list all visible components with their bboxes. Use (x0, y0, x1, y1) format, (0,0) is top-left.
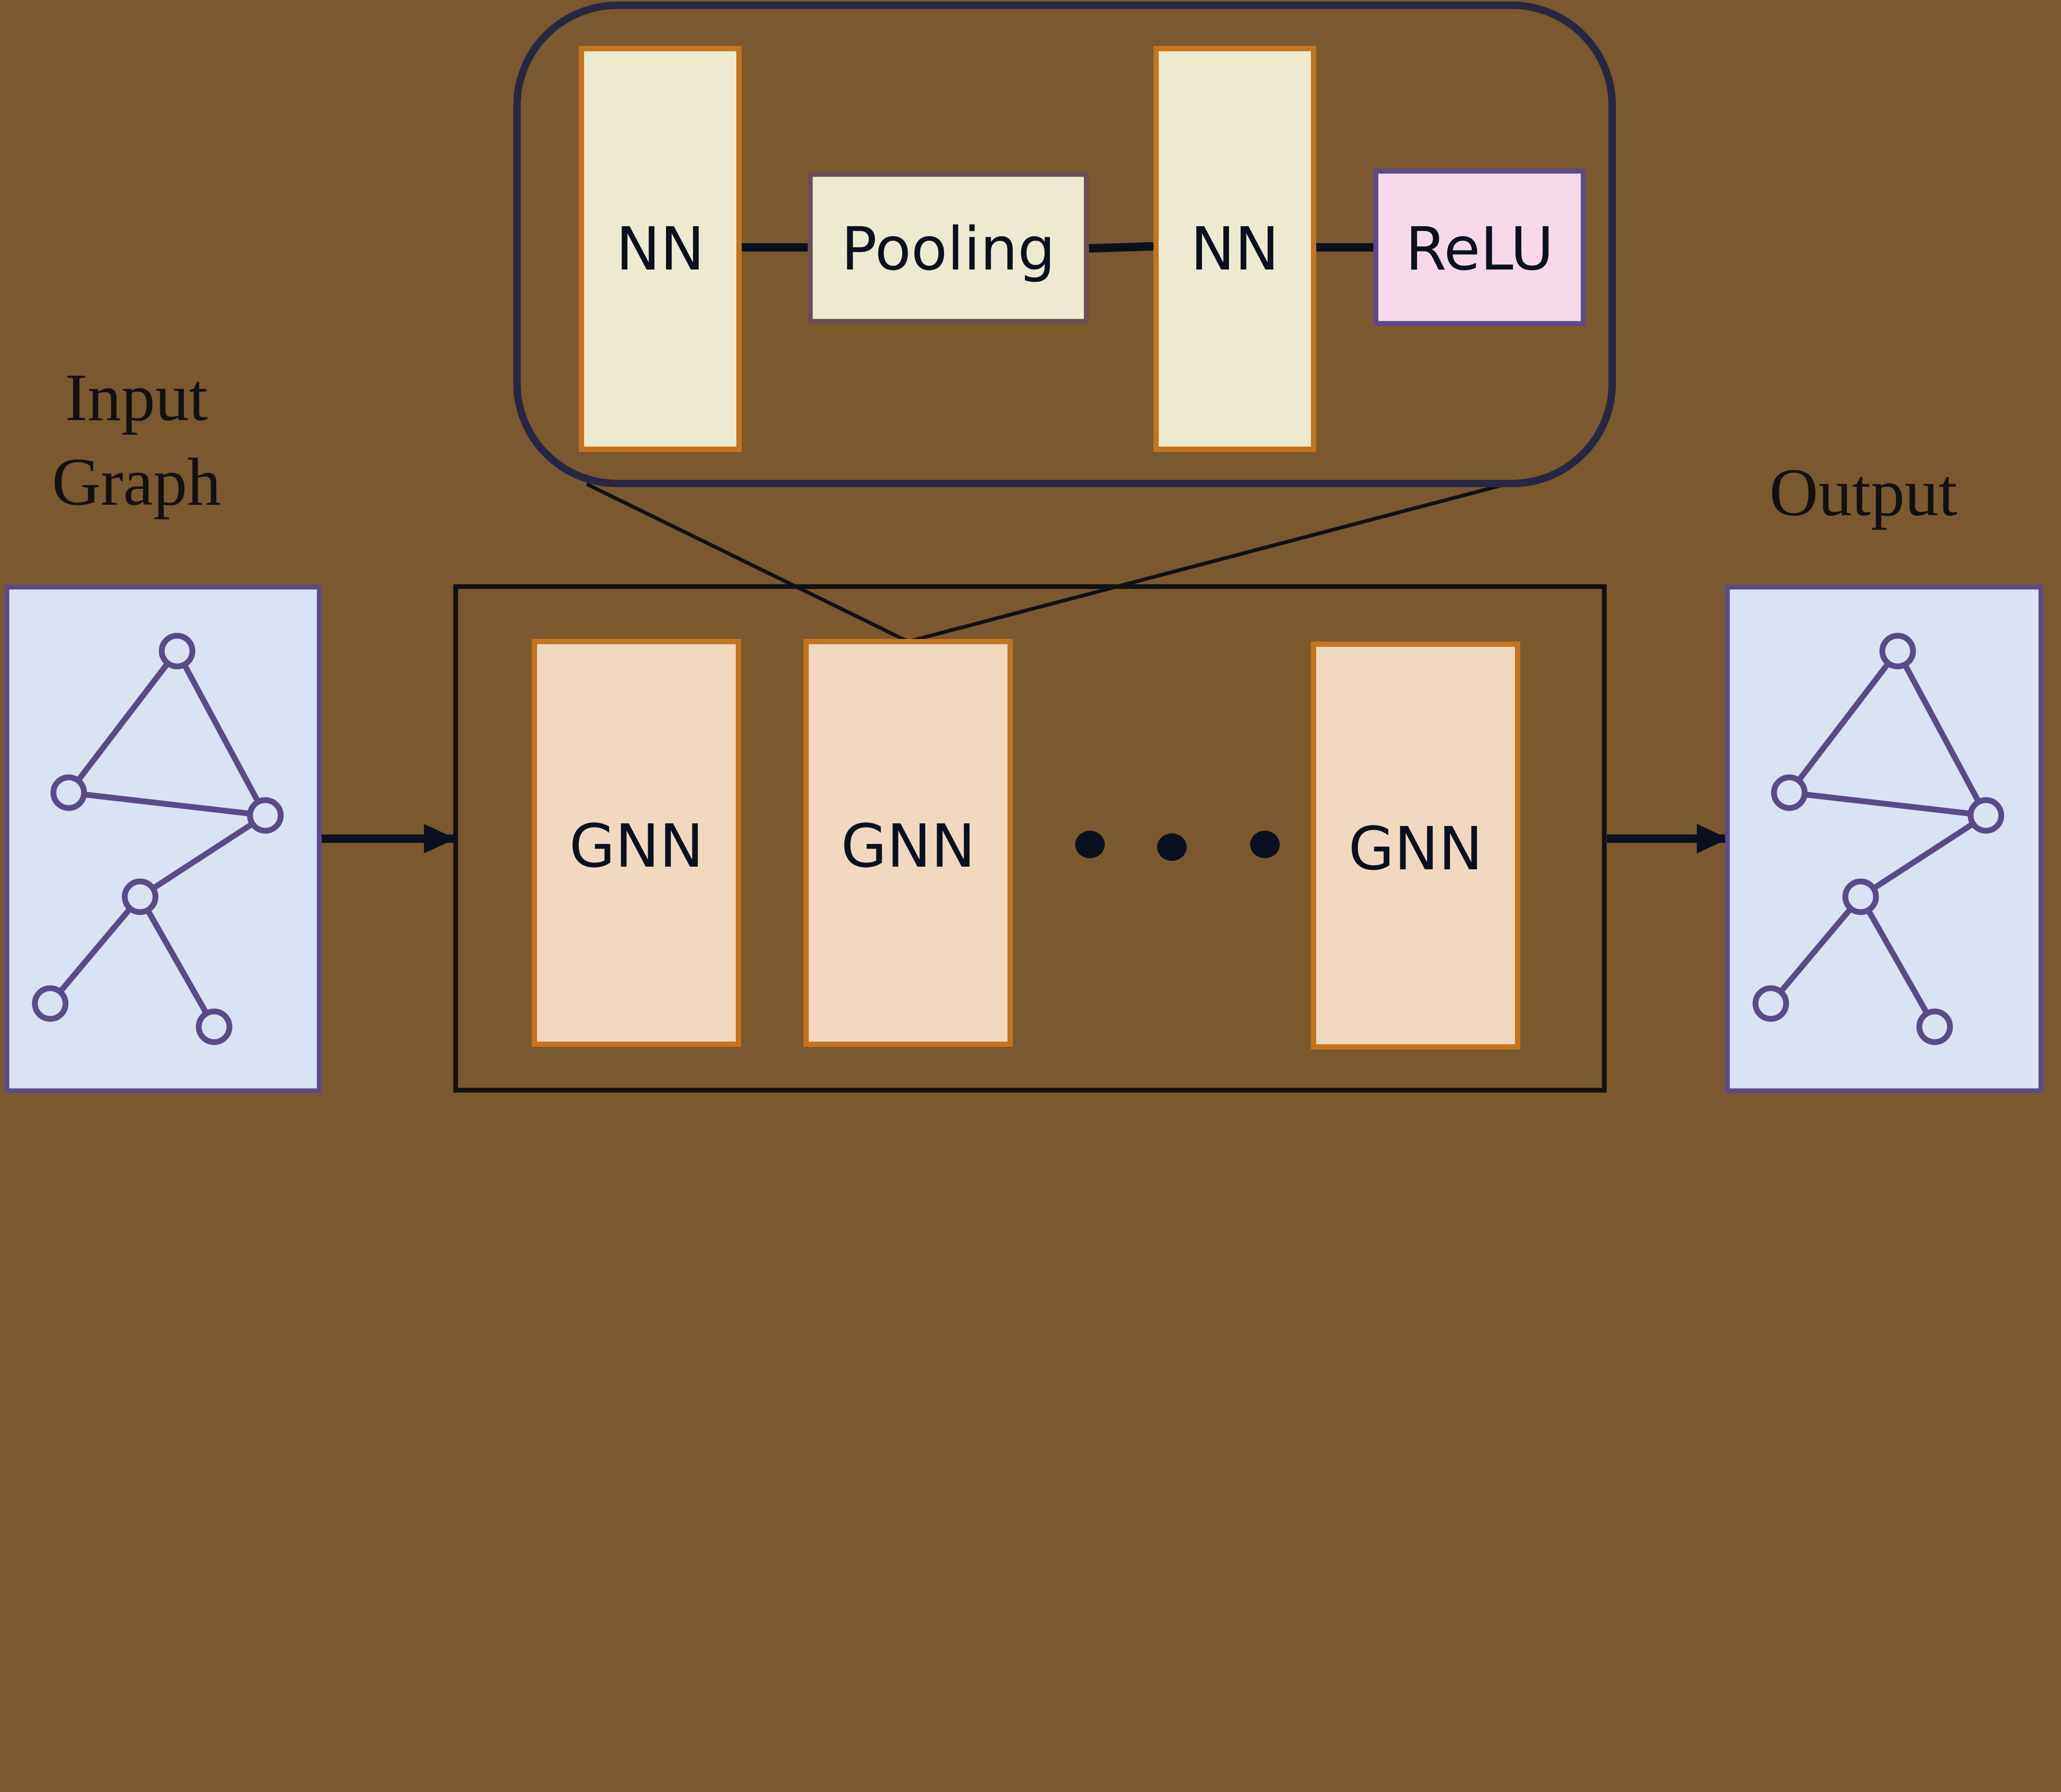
ellipsis-dot-1 (1075, 831, 1105, 858)
gnn-block-3: GNN (1311, 642, 1520, 1050)
input-label-line1: Input (65, 360, 208, 435)
input-label-line2: Graph (52, 444, 221, 519)
input-graph-panel (4, 584, 322, 1093)
output-label: Output (1769, 455, 1957, 530)
ellipsis-dot-2 (1157, 833, 1187, 861)
gnn-block-2-label: GNN (841, 812, 975, 881)
arrow-pooling-to-nn (1088, 242, 1154, 253)
gnn-stack-container (453, 584, 1607, 1093)
gnn-block-1-label: GNN (569, 812, 704, 881)
relu-block: ReLU (1373, 169, 1586, 326)
callout-line-right (908, 482, 1507, 644)
gnn-ellipsis: • • • (1075, 831, 1280, 861)
output-graph-panel (1725, 584, 2044, 1093)
callout-line-left (586, 482, 909, 644)
nn-block-second: NN (1153, 46, 1316, 452)
layer-detail-callout (513, 2, 1616, 487)
gnn-block-2: GNN (803, 639, 1013, 1047)
relu-label: ReLU (1406, 215, 1554, 284)
gnn-block-1: GNN (532, 639, 741, 1047)
input-tree-graph-icon (32, 633, 284, 1045)
ellipsis-dot-3 (1250, 831, 1280, 858)
gnn-block-3-label: GNN (1348, 815, 1483, 884)
nn-block-first: NN (579, 46, 742, 452)
nn-second-label: NN (1190, 215, 1279, 284)
pooling-label: Pooling (842, 215, 1056, 284)
output-tree-graph-icon (1752, 633, 2004, 1045)
pooling-block: Pooling (808, 172, 1089, 324)
nn-first-label: NN (616, 215, 705, 284)
